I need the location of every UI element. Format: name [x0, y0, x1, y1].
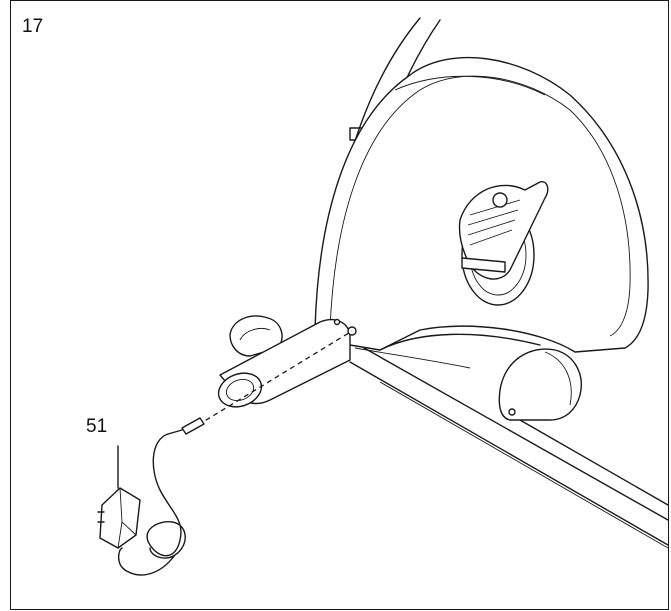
crank-assembly — [458, 181, 549, 306]
part-callout-51: 51 — [86, 416, 108, 437]
front-stabilizer — [217, 315, 357, 408]
step-number: 17 — [22, 16, 44, 37]
stabilizer-cover — [498, 348, 582, 421]
power-cord — [117, 433, 186, 576]
power-adapter — [97, 487, 141, 549]
base-frame-rail — [349, 339, 669, 549]
power-plug — [167, 417, 205, 435]
connection-guide-line — [197, 330, 353, 426]
